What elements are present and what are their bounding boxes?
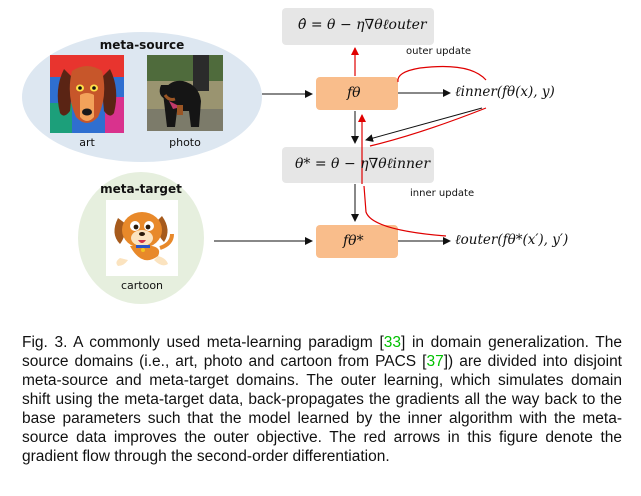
photo-dog-image <box>147 55 223 131</box>
inner-update-label: inner update <box>410 188 475 199</box>
outer-update-label: outer update <box>406 46 472 57</box>
inner-loss-gradient-curve <box>397 65 487 83</box>
figure: meta-source art photo meta-target <box>22 8 569 304</box>
inner-loss-to-inner-update-gradient-arrow <box>369 107 487 147</box>
meta-source-title: meta-source <box>99 38 185 52</box>
outer-loss-gradient-arrow <box>363 185 447 237</box>
caption-text-end: ]) are divided into disjoint meta-source… <box>22 353 622 465</box>
arrows-layer <box>214 47 487 245</box>
citation-link[interactable]: 37 <box>426 353 444 370</box>
outer-update-equation: θ̂ = θ − η∇θℓouter <box>298 17 427 33</box>
model-label: fθ <box>347 85 361 101</box>
citation-link[interactable]: 33 <box>383 334 401 351</box>
art-label: art <box>79 136 95 149</box>
outer-loss-expression: ℓouter(fθ*(x′), y′) <box>455 232 569 248</box>
inner-loss-expression: ℓinner(fθ(x), y) <box>455 84 555 100</box>
cartoon-label: cartoon <box>120 279 164 292</box>
caption-text-start: Fig. 3. A commonly used meta-learning pa… <box>22 334 384 351</box>
inner-update-equation: θ* = θ − η∇θℓinner <box>295 156 431 172</box>
inner-update-equation-box <box>282 147 434 183</box>
figure-caption: Fig. 3. A commonly used meta-learning pa… <box>22 333 622 466</box>
photo-label: photo <box>169 136 201 149</box>
meta-target-title: meta-target <box>100 182 182 196</box>
outer-update-equation-box <box>282 8 434 45</box>
caption-text-middle: ] in domain generalization. The source d… <box>22 334 622 370</box>
inner-loss-to-inner-update-arrow <box>365 107 483 142</box>
model-box <box>316 77 398 110</box>
cartoon-dog-image <box>106 200 178 276</box>
adapted-model-label: fθ* <box>343 233 364 249</box>
adapted-model-box <box>316 225 398 258</box>
art-dog-image <box>50 55 124 133</box>
